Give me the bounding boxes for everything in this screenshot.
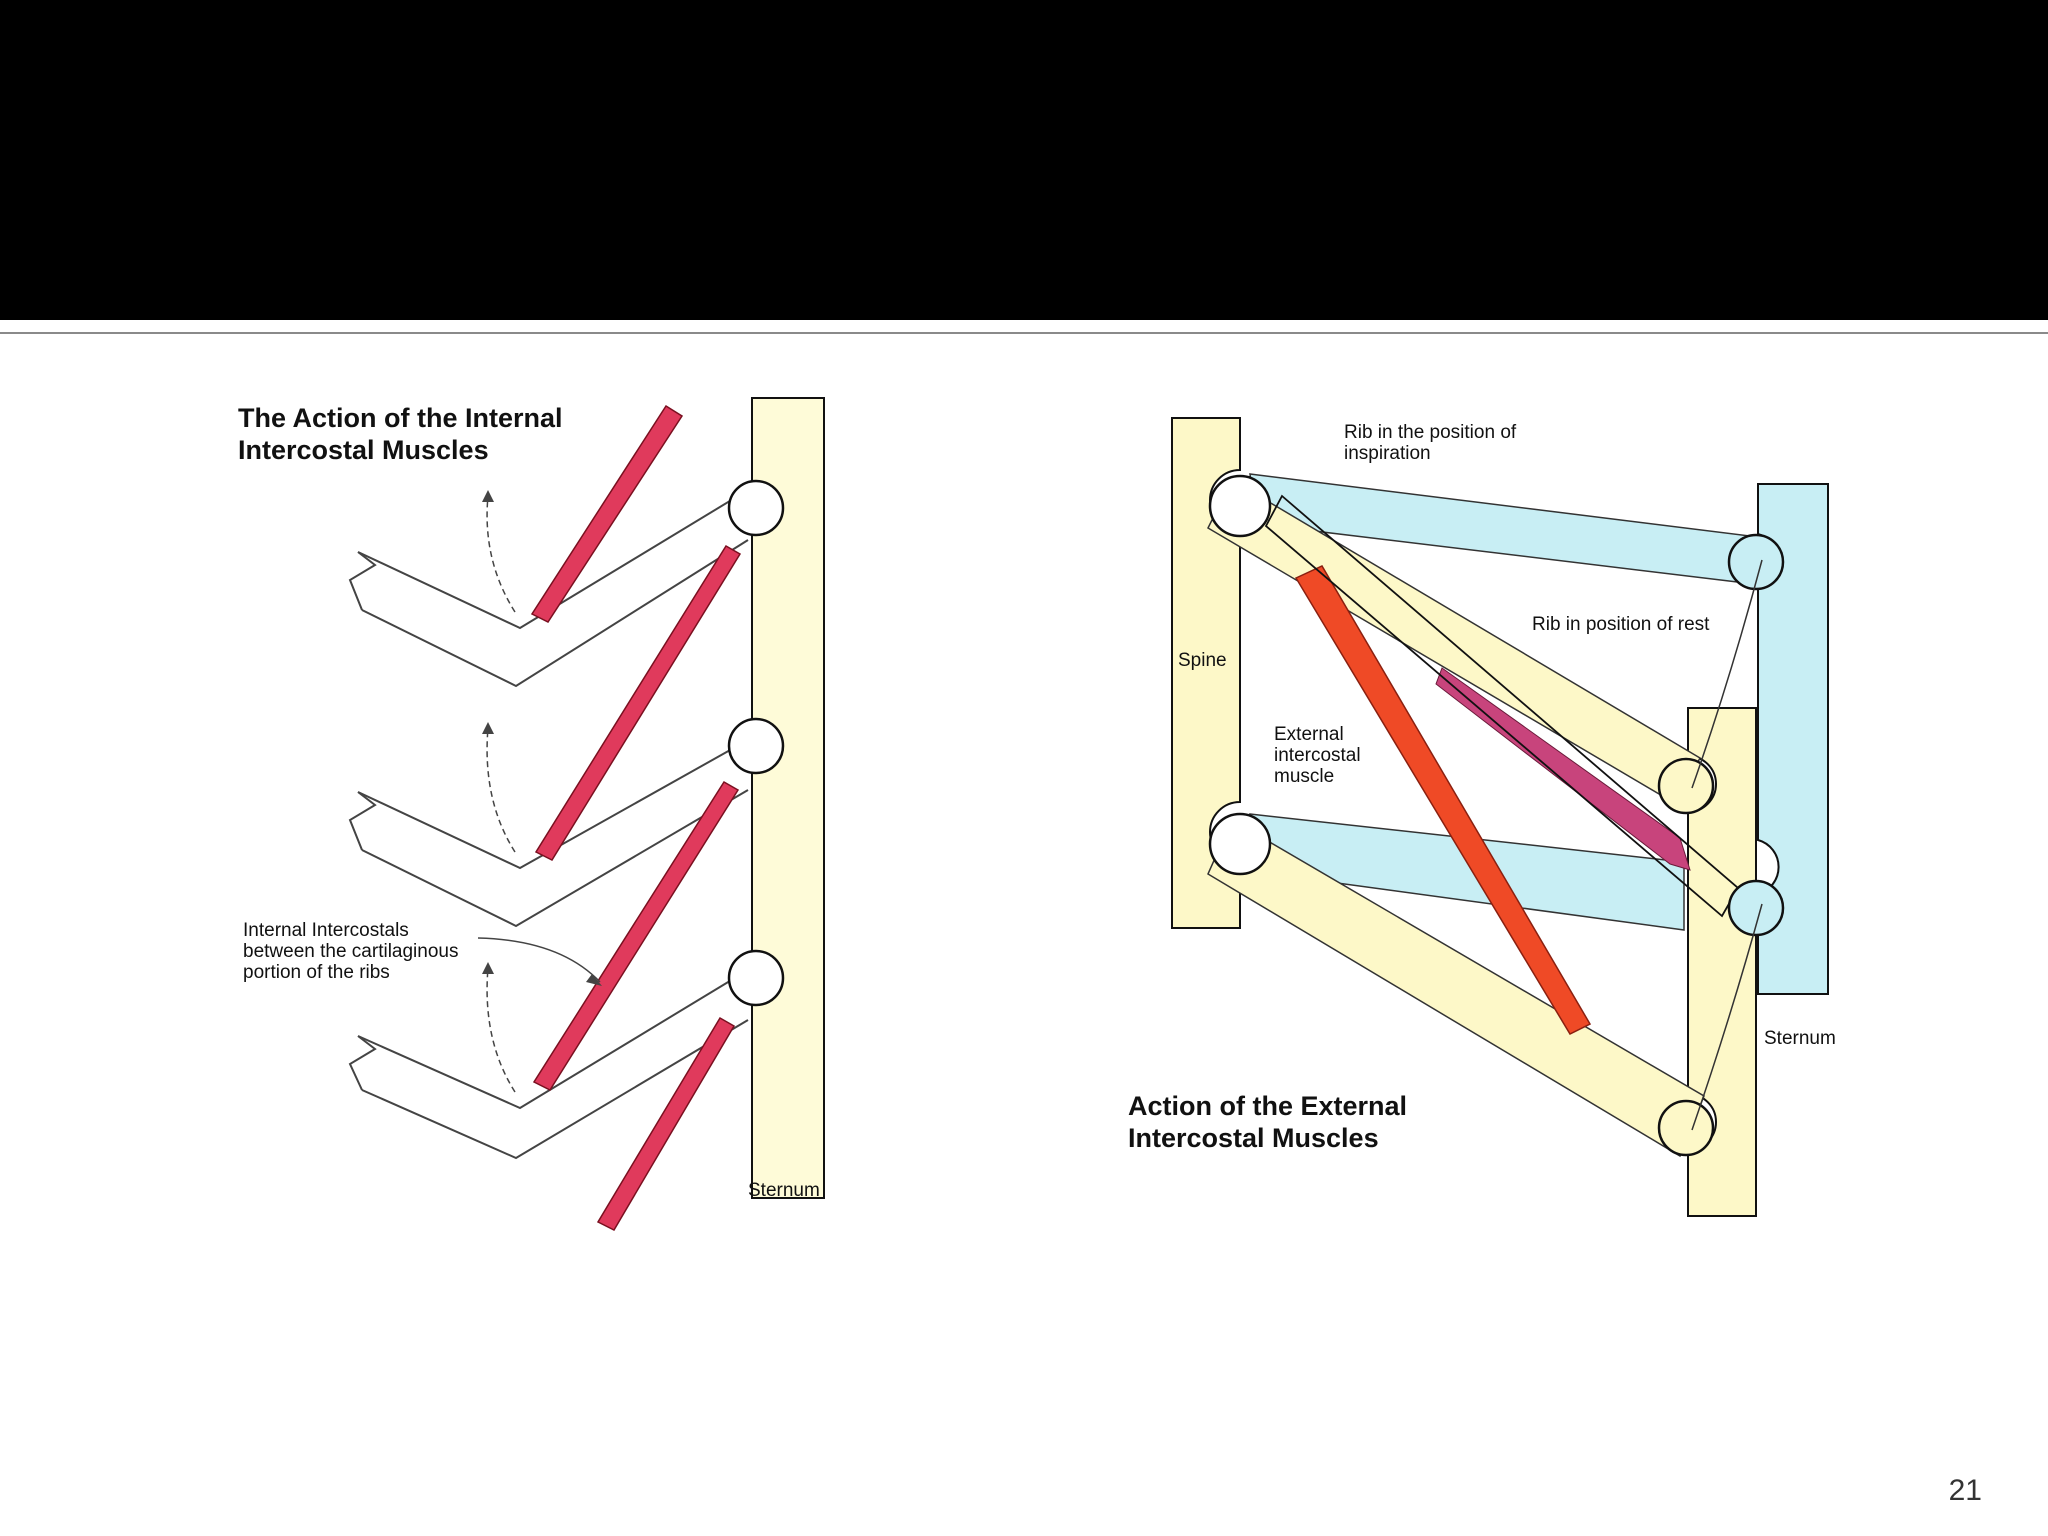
external-muscle-line-1: External [1274, 724, 1344, 745]
internal-rib-joint-3 [727, 949, 785, 1007]
external-muscle-line-2: intercostal [1274, 745, 1361, 766]
external-muscle-label: External intercostal muscle [1274, 724, 1361, 787]
external-muscle-line-3: muscle [1274, 766, 1335, 787]
sternum-joint-inspiration-upper [1727, 533, 1785, 591]
inspiration-label-line-1: Rib in the position of [1344, 422, 1517, 443]
internal-callout-line-3: portion of the ribs [243, 962, 390, 983]
sternum-motion-arc-lower [1691, 903, 1763, 1131]
internal-diagram-title: The Action of the Internal Intercostal M… [238, 402, 563, 466]
internal-rib-joint-1 [727, 479, 785, 537]
internal-rib-joint-2 [727, 717, 785, 775]
internal-title-line-2: Intercostal Muscles [238, 435, 489, 465]
sternum-motion-arc-upper [1691, 559, 1763, 789]
internal-sternum-label: Sternum [748, 1180, 820, 1201]
sternum-joint-rest-lower [1657, 1099, 1715, 1157]
internal-callout-label: Internal Intercostals between the cartil… [243, 920, 458, 983]
external-diagram-title: Action of the External Intercostal Muscl… [1128, 1090, 1407, 1154]
sternum-joint-rest-upper [1657, 757, 1715, 815]
spine-label: Spine [1178, 650, 1227, 671]
external-title-line-2: Intercostal Muscles [1128, 1123, 1379, 1153]
internal-arrowhead-1 [482, 490, 494, 502]
spine-joint-upper [1208, 474, 1272, 538]
internal-rib-1 [348, 489, 749, 688]
internal-rotation-arrow-2 [486, 727, 516, 853]
internal-title-line-1: The Action of the Internal [238, 403, 563, 433]
internal-rotation-arrow-3 [486, 967, 516, 1093]
spine-joint-lower [1208, 812, 1272, 876]
internal-arrowhead-3 [482, 962, 494, 974]
rib-inspiration-bar [1264, 494, 1740, 918]
slide-title-bar [0, 0, 2048, 320]
internal-arrowhead-2 [482, 722, 494, 734]
inspiration-label-line-2: inspiration [1344, 443, 1431, 464]
internal-intercostal-muscles [530, 404, 742, 1231]
external-title-line-1: Action of the External [1128, 1091, 1408, 1121]
slide-page-number: 21 [1948, 1474, 1982, 1507]
internal-rib-2 [348, 739, 749, 928]
inspiration-label: Rib in the position of inspiration [1344, 422, 1516, 464]
rest-label: Rib in position of rest [1532, 614, 1710, 635]
external-intercostal-muscle-purple [1435, 667, 1691, 871]
internal-intercostal-diagram [348, 397, 825, 1231]
internal-rotation-arrow-1 [486, 495, 516, 613]
internal-callout-line-2: between the cartilaginous [243, 941, 459, 962]
title-divider-line [0, 332, 2048, 334]
external-sternum-label: Sternum [1764, 1028, 1836, 1049]
external-intercostal-diagram [1171, 417, 1829, 1217]
internal-callout-arrow [477, 937, 601, 983]
internal-callout-line-1: Internal Intercostals [243, 920, 409, 941]
external-intercostal-muscle [1294, 565, 1592, 1035]
internal-callout-arrowhead [586, 974, 602, 986]
sternum-joint-inspiration-lower [1727, 879, 1785, 937]
internal-rib-3 [348, 969, 749, 1160]
